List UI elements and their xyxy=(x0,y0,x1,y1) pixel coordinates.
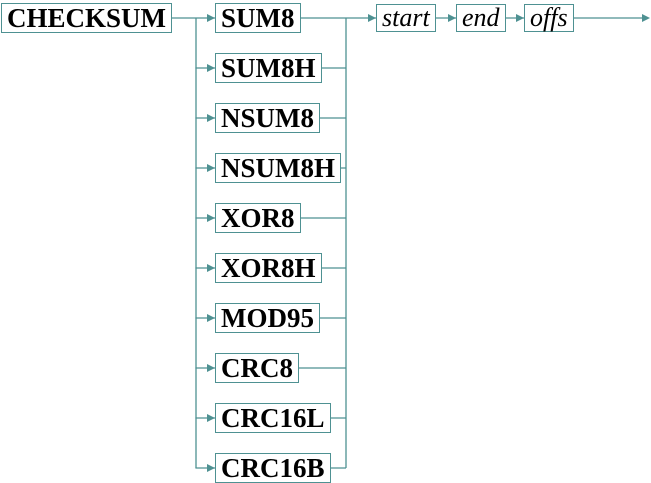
arrow-icon xyxy=(207,164,215,172)
param-box-offs: offs xyxy=(524,4,574,32)
arrow-icon xyxy=(207,14,215,22)
arrow-icon xyxy=(207,314,215,322)
arrow-icon xyxy=(207,414,215,422)
arrow-icon xyxy=(448,14,456,22)
arrow-icon xyxy=(207,64,215,72)
arrow-icon xyxy=(207,214,215,222)
option-box-mod95: MOD95 xyxy=(215,303,320,333)
arrow-icon xyxy=(642,14,650,22)
wire-lines xyxy=(156,17,643,469)
option-box-crc16b: CRC16B xyxy=(215,453,331,483)
command-box-checksum: CHECKSUM xyxy=(1,3,173,33)
arrow-icon xyxy=(207,264,215,272)
param-box-start: start xyxy=(376,4,436,32)
arrow-icon xyxy=(516,14,524,22)
option-box-crc16l: CRC16L xyxy=(215,403,331,433)
arrow-icons xyxy=(207,14,650,472)
option-box-sum8: SUM8 xyxy=(215,3,301,33)
option-box-sum8h: SUM8H xyxy=(215,53,322,83)
arrow-icon xyxy=(207,114,215,122)
option-box-nsum8: NSUM8 xyxy=(215,103,320,133)
arrow-icon xyxy=(368,14,376,22)
param-box-end: end xyxy=(456,4,506,32)
arrow-icon xyxy=(207,364,215,372)
option-box-nsum8h: NSUM8H xyxy=(215,153,341,183)
option-box-crc8: CRC8 xyxy=(215,353,299,383)
arrow-icon xyxy=(207,464,215,472)
option-box-xor8h: XOR8H xyxy=(215,253,322,283)
option-box-xor8: XOR8 xyxy=(215,203,301,233)
